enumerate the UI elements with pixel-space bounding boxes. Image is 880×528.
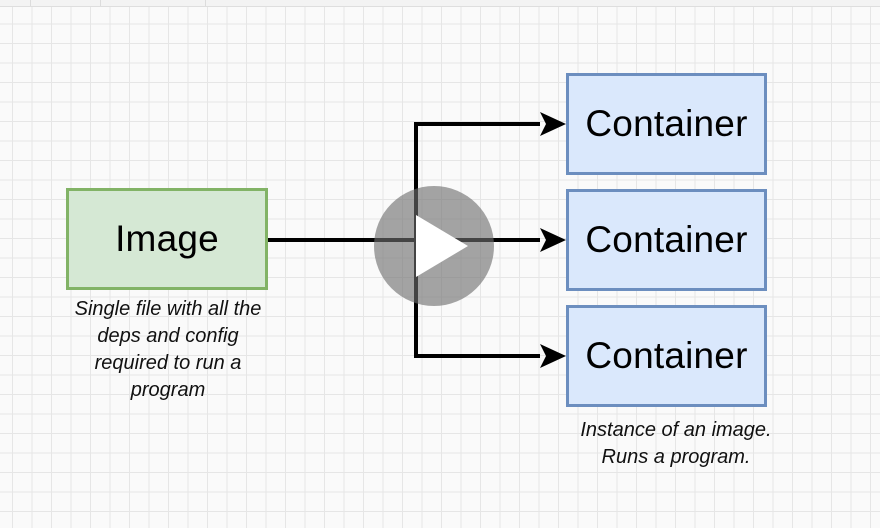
arrowhead-3 [540, 344, 566, 368]
image-caption: Single file with all the deps and config… [48, 296, 288, 404]
arrowhead-2 [540, 228, 566, 252]
image-node-label: Image [115, 218, 219, 259]
container-node-label: Container [585, 219, 748, 260]
toolbar-tab [0, 0, 31, 6]
image-caption-line: program [130, 379, 206, 401]
top-toolbar-strip [0, 0, 880, 7]
container-caption: Instance of an image. Runs a program. [526, 417, 826, 471]
image-node: Image [66, 188, 268, 290]
image-caption-line: Single file with all the [74, 298, 262, 320]
play-icon [416, 215, 468, 277]
container-node-label: Container [585, 335, 748, 376]
toolbar-tab [100, 0, 206, 6]
image-caption-line: required to run a [94, 352, 242, 374]
arrowhead-1 [540, 112, 566, 136]
image-caption-line: deps and config [97, 325, 239, 347]
container-node-2: Container [566, 189, 767, 291]
container-node-3: Container [566, 305, 767, 407]
play-button[interactable] [374, 186, 494, 306]
container-caption-line: Instance of an image. [580, 419, 772, 441]
container-node-label: Container [585, 103, 748, 144]
container-caption-line: Runs a program. [601, 446, 751, 468]
toolbar-tab [30, 0, 101, 6]
container-node-1: Container [566, 73, 767, 175]
